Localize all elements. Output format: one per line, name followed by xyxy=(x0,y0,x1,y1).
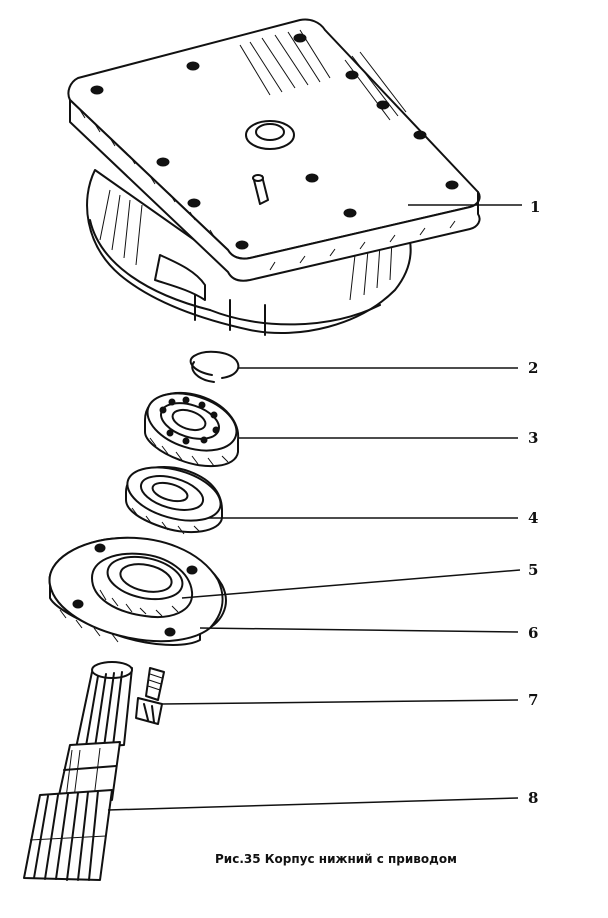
sealed-bearing-part-4 xyxy=(125,466,223,535)
callout-numbers: 1 2 3 4 5 6 7 8 xyxy=(528,198,540,807)
callout-7: 7 xyxy=(528,691,538,709)
figure-caption: Рис.35 Корпус нижний с приводом xyxy=(215,852,457,866)
callout-4: 4 xyxy=(528,509,538,527)
callout-1: 1 xyxy=(530,198,540,216)
callout-6: 6 xyxy=(528,624,538,642)
leader-line-5 xyxy=(181,569,521,599)
callout-8: 8 xyxy=(528,789,538,807)
lower-housing-part-1 xyxy=(67,18,481,336)
leader-line-7 xyxy=(161,699,519,705)
callout-5: 5 xyxy=(528,561,538,579)
seal-part-5 xyxy=(91,552,194,618)
drive-shaft-part-8 xyxy=(23,661,133,881)
callout-2: 2 xyxy=(528,359,538,377)
leader-line-6 xyxy=(199,627,519,633)
callout-3: 3 xyxy=(528,429,538,447)
snap-ring-part-2 xyxy=(189,350,240,383)
leader-line-8 xyxy=(107,797,519,811)
bolt-part-7 xyxy=(135,667,165,725)
leader-lines xyxy=(107,204,522,811)
ball-bearing-part-3 xyxy=(144,391,240,468)
